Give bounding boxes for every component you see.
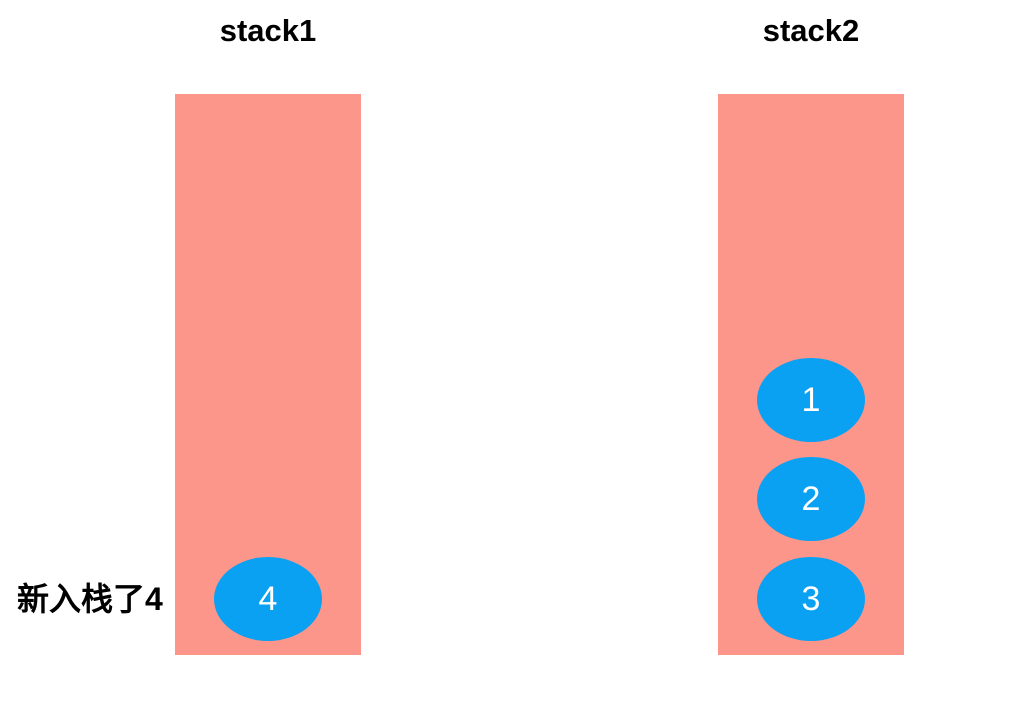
stack-item-label: 3 [801,579,821,618]
stack-item-label: 1 [801,380,821,419]
stack1-container: 4 [175,94,361,655]
stack2-item-1: 1 [757,358,865,442]
stack-item-label: 2 [801,479,821,518]
stack2-item-3: 3 [757,557,865,641]
stack1-title: stack1 [219,13,317,48]
stack2-container: 1 2 3 [718,94,904,655]
stack2-title: stack2 [762,13,860,48]
stack1-item-4: 4 [214,557,322,641]
stack-item-label: 4 [258,579,278,618]
stack2-item-2: 2 [757,457,865,541]
push-annotation: 新入栈了4 [17,581,163,617]
